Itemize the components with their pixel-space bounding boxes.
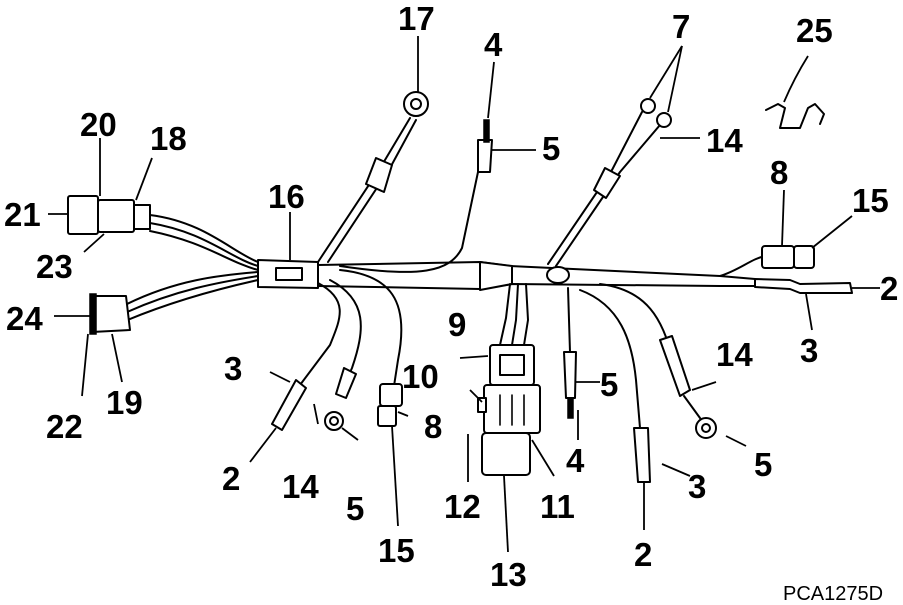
callout-5-left: 5 bbox=[346, 490, 364, 527]
branch-lower-left bbox=[271, 269, 403, 431]
callout-22: 22 bbox=[46, 408, 83, 445]
callout-labels: 17 4 7 25 20 18 5 14 8 21 16 15 23 2 24 … bbox=[4, 0, 898, 593]
grommet-16-window bbox=[275, 267, 303, 281]
callout-24: 24 bbox=[6, 300, 43, 337]
callout-5-top: 5 bbox=[542, 130, 560, 167]
callout-2-left: 2 bbox=[222, 460, 240, 497]
callout-19: 19 bbox=[106, 384, 143, 421]
callout-15-right: 15 bbox=[852, 182, 889, 219]
branch-4-5-top bbox=[339, 119, 493, 273]
figure-id: PCA1275D bbox=[783, 583, 883, 605]
branch-17 bbox=[317, 91, 429, 263]
callout-21: 21 bbox=[4, 196, 41, 233]
callout-12: 12 bbox=[444, 488, 481, 525]
branch-7 bbox=[547, 98, 672, 267]
splice-band bbox=[479, 261, 513, 291]
harness-trunk bbox=[124, 214, 756, 322]
callout-8-right: 8 bbox=[770, 154, 788, 191]
callout-9: 9 bbox=[448, 306, 466, 343]
callout-20: 20 bbox=[80, 106, 117, 143]
branch-right bbox=[719, 245, 853, 294]
callout-4-top: 4 bbox=[484, 26, 503, 63]
bracket-25 bbox=[765, 103, 825, 129]
callout-2-right: 2 bbox=[880, 270, 898, 307]
callout-14-top: 14 bbox=[706, 122, 743, 159]
callout-18: 18 bbox=[150, 120, 187, 157]
callout-3-bottom: 3 bbox=[688, 468, 706, 505]
callout-10: 10 bbox=[402, 358, 439, 395]
callout-2-bottom: 2 bbox=[634, 536, 652, 573]
callout-4-bottom: 4 bbox=[566, 442, 585, 479]
callout-5-right: 5 bbox=[754, 446, 772, 483]
callout-23: 23 bbox=[36, 248, 73, 285]
callout-13: 13 bbox=[490, 556, 527, 593]
callout-16: 16 bbox=[268, 178, 305, 215]
callout-3-left: 3 bbox=[224, 350, 242, 387]
callout-7: 7 bbox=[672, 8, 690, 45]
callout-8-left: 8 bbox=[424, 408, 442, 445]
callout-14-left: 14 bbox=[282, 468, 319, 505]
callout-25: 25 bbox=[796, 12, 833, 49]
callout-15-left: 15 bbox=[378, 532, 415, 569]
connector-18-21 bbox=[67, 195, 151, 235]
callout-14-right: 14 bbox=[716, 336, 753, 373]
connector-19-24 bbox=[89, 293, 131, 335]
callout-3-right: 3 bbox=[800, 332, 818, 369]
branch-lower-right bbox=[563, 283, 717, 483]
callout-11: 11 bbox=[540, 488, 575, 525]
splice-ring bbox=[546, 266, 570, 284]
connector-9-13 bbox=[477, 283, 541, 476]
callout-5-mid: 5 bbox=[600, 366, 618, 403]
leader-lines bbox=[48, 36, 880, 553]
callout-17: 17 bbox=[398, 0, 435, 37]
